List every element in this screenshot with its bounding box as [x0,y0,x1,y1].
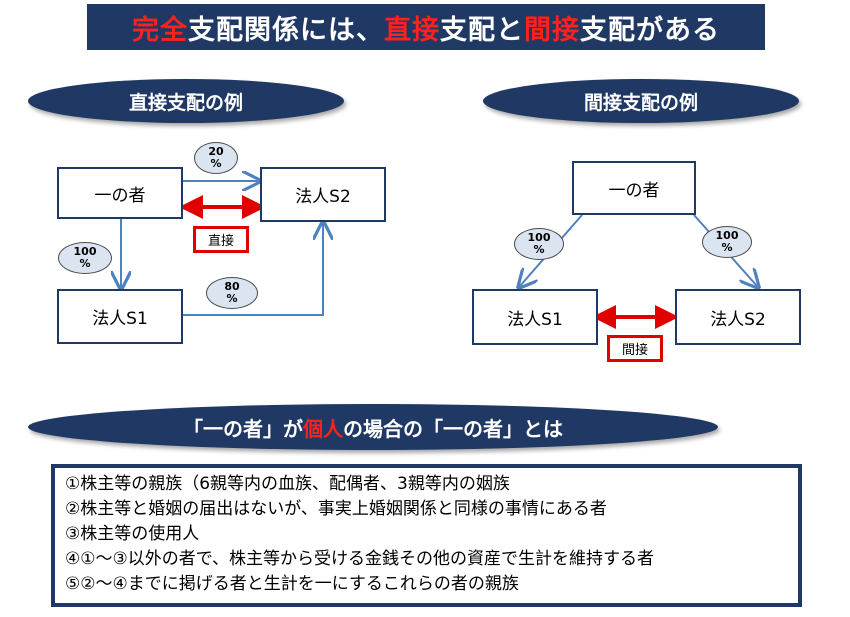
title-part-direct: 直接 [384,14,440,46]
list-item: ②株主等と婚姻の届出はないが、事実上婚姻関係と同様の事情にある者 [65,499,607,519]
section-part-1: 「一の者」が [183,416,303,441]
pct-badge-100-direct: 100 % [58,242,112,274]
section-part-individual: 個人 [303,416,343,441]
arrow-s1-to-s2 [183,224,323,316]
title-part-6: 支配がある [580,14,720,46]
pct-badge-100-left: 100 % [514,228,564,260]
title-part-complete: 完全 [132,14,188,46]
direct-box-s1: 法人S1 [57,289,183,344]
direct-example-header: 直接支配の例 [28,79,344,123]
section-part-3: の場合の「一の者」とは [343,416,563,441]
section-header: 「一の者」が個人の場合の「一の者」とは [28,404,718,450]
definition-list: ①株主等の親族（6親等内の血族、配偶者、3親等内の姻族 ②株主等と婚姻の届出はな… [51,464,802,607]
pct-badge-20: 20 % [194,142,238,174]
direct-box-one-person: 一の者 [57,167,183,219]
indirect-tag: 間接 [607,335,663,362]
title-part-4: 支配と [440,14,524,46]
title-part-2: 支配関係には、 [188,14,384,46]
list-item: ④①～③以外の者で、株主等から受ける金銭その他の資産で生計を維持する者 [65,549,655,569]
pct-badge-100-right: 100 % [702,226,752,258]
page-title: 完全支配関係には、直接支配と間接支配がある [87,4,765,50]
list-item: ③株主等の使用人 [65,524,200,544]
list-item: ①株主等の親族（6親等内の血族、配偶者、3親等内の姻族 [65,474,510,494]
indirect-example-header: 間接支配の例 [483,79,799,123]
direct-box-s2: 法人S2 [260,167,386,222]
indirect-box-s1: 法人S1 [472,289,598,345]
list-item: ⑤②～④までに掲げる者と生計を一にするこれらの者の親族 [65,574,519,594]
pct-badge-80: 80 % [206,277,258,309]
indirect-box-s2: 法人S2 [675,289,801,345]
direct-tag: 直接 [193,226,249,253]
title-part-indirect: 間接 [524,14,580,46]
indirect-box-one-person: 一の者 [572,161,696,215]
